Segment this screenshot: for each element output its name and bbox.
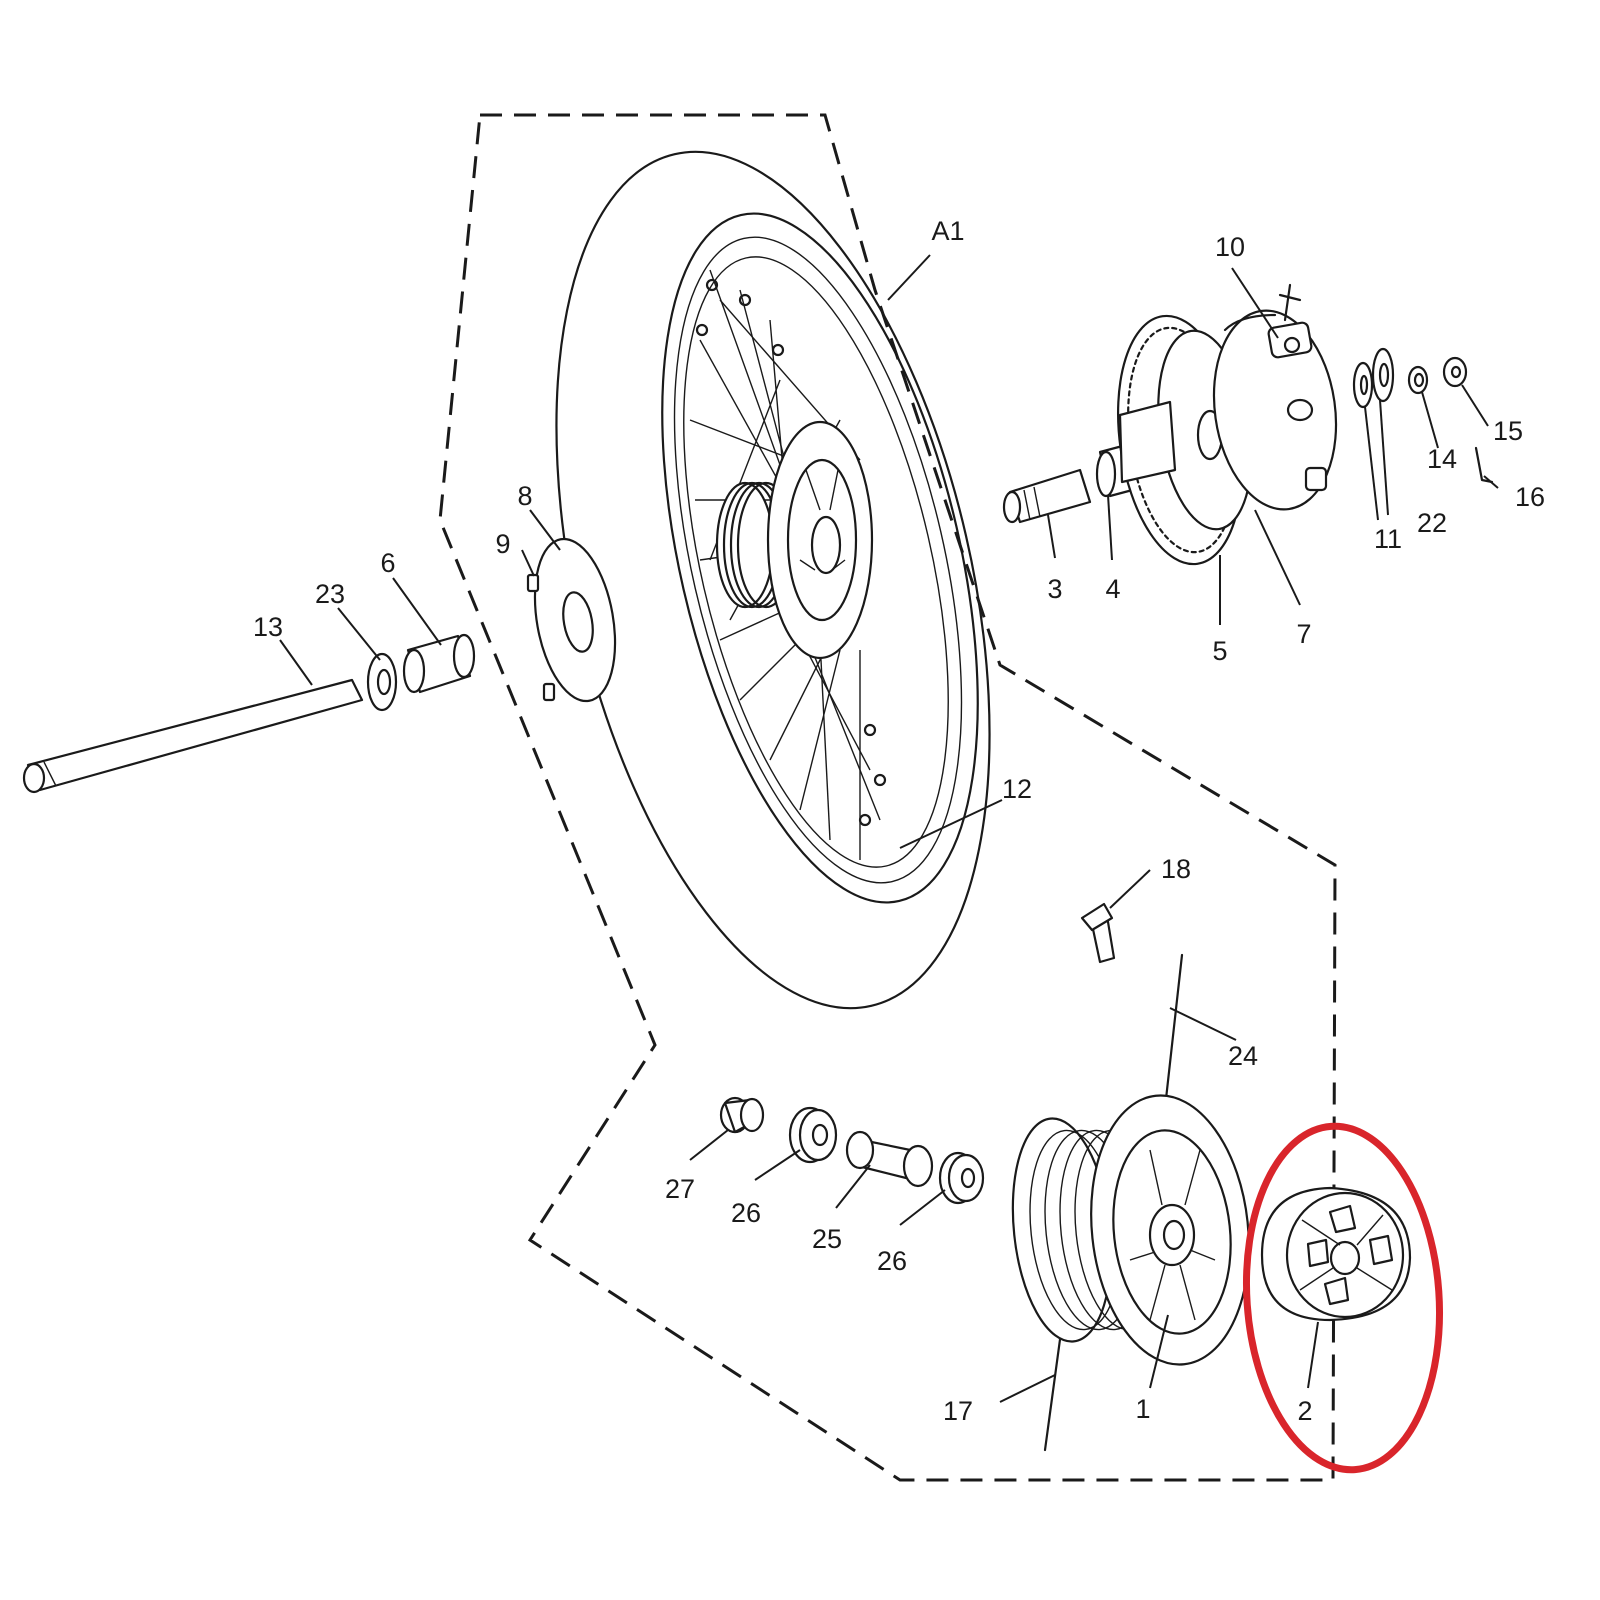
part-10-brake-arm (1267, 283, 1313, 359)
callout-12: 12 (1002, 774, 1032, 804)
callout-14: 14 (1427, 444, 1457, 474)
part-26-bearing-right (938, 1151, 985, 1205)
part-6-spacer (402, 633, 476, 694)
callout-8: 8 (517, 481, 532, 511)
callout-9: 9 (495, 529, 510, 559)
callout-7: 7 (1296, 619, 1311, 649)
callout-26-left: 26 (731, 1198, 761, 1228)
part-22-seal (1371, 347, 1395, 403)
callout-6: 6 (380, 548, 395, 578)
callout-15: 15 (1493, 416, 1523, 446)
part-23-washer (366, 652, 398, 712)
rim-inner-edge (683, 256, 949, 868)
callout-17: 17 (943, 1396, 973, 1426)
callout-labels: A1 10 15 14 16 11 22 3 4 5 7 8 9 6 23 13… (253, 216, 1545, 1426)
part-11-washer (1352, 361, 1374, 409)
callout-27: 27 (665, 1174, 695, 1204)
callout-16: 16 (1515, 482, 1545, 512)
part-15-nut (1442, 356, 1468, 388)
callout-4: 4 (1105, 574, 1120, 604)
part-13-axle (22, 678, 364, 794)
callout-10: 10 (1215, 232, 1245, 262)
part-14-bush (1407, 365, 1429, 395)
callout-a1: A1 (931, 216, 964, 246)
part-1-hub (1011, 1094, 1250, 1366)
callout-24: 24 (1228, 1041, 1258, 1071)
rim-edge (673, 236, 963, 884)
part-18-valve (1080, 902, 1116, 964)
callout-23: 23 (315, 579, 345, 609)
part-26-bearing-left (788, 1106, 838, 1164)
callout-18: 18 (1161, 854, 1191, 884)
part-8-cover-plate (533, 537, 617, 703)
callout-11: 11 (1374, 524, 1402, 554)
part-2-cush-drive (1260, 1186, 1412, 1322)
spoke-nipples (695, 278, 887, 827)
part-27-bush (719, 1096, 765, 1134)
callout-22: 22 (1417, 508, 1447, 538)
wheel-hub (715, 420, 874, 660)
callout-25: 25 (812, 1224, 842, 1254)
callout-2: 2 (1297, 1396, 1312, 1426)
callout-1: 1 (1135, 1394, 1150, 1424)
callout-26-right: 26 (877, 1246, 907, 1276)
highlight-circle-part-2 (1242, 1122, 1444, 1474)
wheel-assembly (555, 150, 991, 1010)
leader-lines (279, 254, 1499, 1403)
tire-inner (661, 212, 979, 904)
part-25-spacer-tube (845, 1130, 934, 1188)
callout-3: 3 (1047, 574, 1062, 604)
part-9-screws (526, 573, 556, 702)
callout-13: 13 (253, 612, 283, 642)
callout-5: 5 (1212, 636, 1227, 666)
part-3-axle-nut (1002, 468, 1092, 524)
